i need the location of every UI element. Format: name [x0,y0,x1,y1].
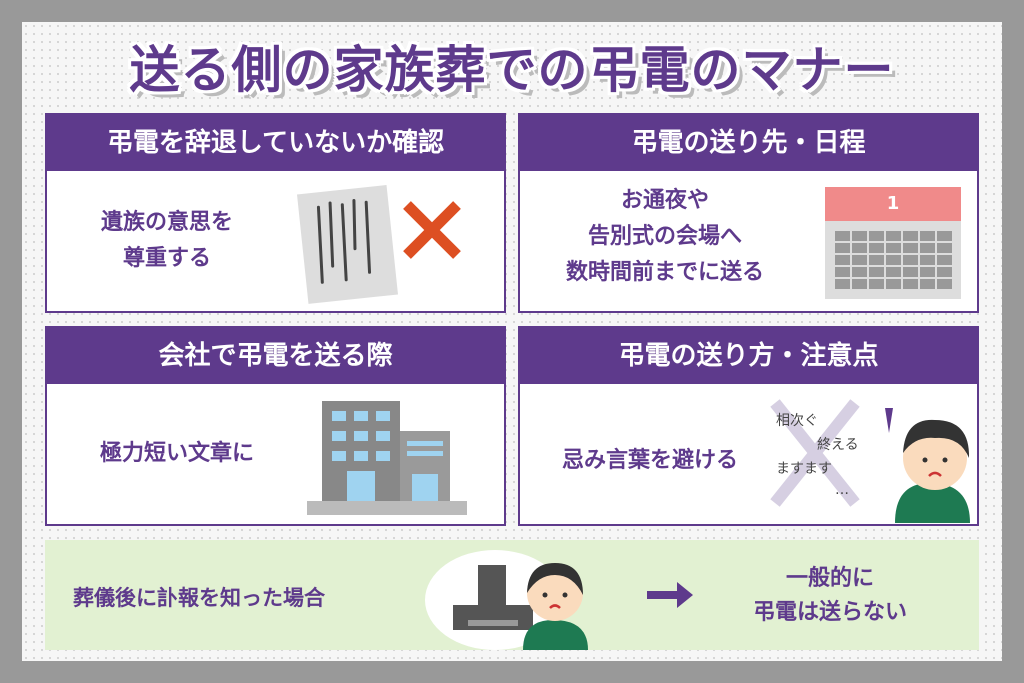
panel-text: お通夜や 告別式の会場へ 数時間前までに送る [565,188,764,285]
calendar-icon: 1 [825,187,961,299]
panel-text: 遺族の意思を 尊重する [100,210,233,271]
panel-company: 会社で弔電を送る際 極力短い文章に [45,326,506,526]
arrow-right-icon [647,582,693,608]
panel-text: 極力短い文章に [99,441,254,466]
altar-and-woman-icon [425,550,588,650]
panel-header: 会社で弔電を送る際 [47,328,504,384]
cross-mark-icon [770,399,860,507]
taboo-word: ますます [776,461,832,477]
document-rejected-icon [296,185,461,304]
taboo-word: 終える [817,437,859,453]
conclusion-text: 一般的に 弔電は送らない [752,566,907,625]
worried-man-icon [885,408,970,523]
bottom-band: 葬儀後に訃報を知った場合 一般的に 弔電は送らない [45,540,979,650]
taboo-word: 相次ぐ [776,413,818,429]
office-building-icon [307,401,467,515]
panel-text: 忌み言葉を避ける [561,448,738,473]
panel-cautions: 弔電の送り方・注意点 忌み言葉を避ける 相次ぐ 終える ますます … [518,326,979,526]
calendar-day: 1 [825,187,961,221]
panel-header: 弔電を辞退していないか確認 [47,115,504,171]
panel-destination-schedule: 弔電の送り先・日程 お通夜や 告別式の会場へ 数時間前までに送る 1 [518,113,979,313]
panel-header: 弔電の送り先・日程 [520,115,977,171]
page-title: 送る側の家族葬での弔電のマナー [129,41,895,99]
panel-check-decline: 弔電を辞退していないか確認 遺族の意思を 尊重する [45,113,506,313]
situation-text: 葬儀後に訃報を知った場合 [73,586,325,610]
taboo-word: … [835,482,849,498]
panel-header: 弔電の送り方・注意点 [520,328,977,384]
